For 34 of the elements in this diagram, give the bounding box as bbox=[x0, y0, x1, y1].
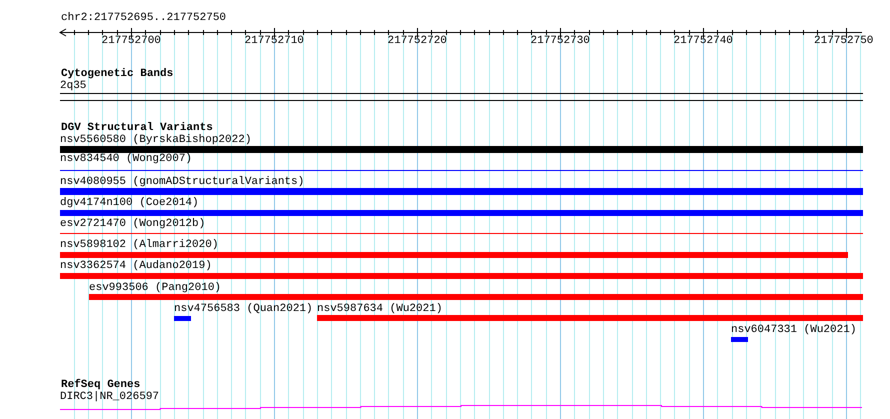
tick-label: 217752710 bbox=[244, 35, 304, 47]
feature-label: DIRC3|NR_026597 bbox=[60, 391, 160, 403]
gene-feature bbox=[60, 391, 863, 410]
feature-label: nsv3362574 (Audano2019) bbox=[60, 260, 212, 272]
feature-label: dgv4174n100 (Coe2014) bbox=[60, 197, 199, 209]
variant-feature bbox=[60, 134, 863, 153]
feature-label: nsv4080955 (gnomADStructuralVariants) bbox=[60, 176, 304, 188]
feature-label: esv993506 (Pang2010) bbox=[89, 282, 222, 294]
variant-feature bbox=[60, 153, 863, 171]
track-title: RefSeq Genes bbox=[61, 379, 140, 391]
feature-label: nsv4756583 (Quan2021) bbox=[174, 303, 313, 315]
feature-label: nsv6047331 (Wu2021) bbox=[731, 324, 856, 336]
tick-label: 217752740 bbox=[674, 35, 733, 47]
feature-label: 2q35 bbox=[60, 80, 86, 92]
tick-label: 217752750 bbox=[814, 35, 874, 47]
variant-feature bbox=[60, 197, 863, 216]
tick-label: 217752720 bbox=[388, 35, 447, 47]
tick-label: 217752700 bbox=[102, 35, 161, 47]
feature-label: nsv5560580 (ByrskaBishop2022) bbox=[60, 134, 252, 146]
variant-feature bbox=[60, 218, 863, 234]
variant-feature bbox=[317, 303, 863, 321]
feature-label: nsv834540 (Wong2007) bbox=[60, 153, 192, 165]
variant-feature bbox=[60, 176, 863, 195]
feature-label: esv2721470 (Wong2012b) bbox=[60, 218, 206, 230]
track-title: DGV Structural Variants bbox=[61, 122, 213, 134]
track-title: Cytogenetic Bands bbox=[61, 68, 174, 80]
cytoband-feature bbox=[60, 80, 863, 101]
variant-feature bbox=[60, 239, 848, 258]
feature-label: nsv5898102 (Almarri2020) bbox=[60, 239, 218, 251]
feature-label: nsv5987634 (Wu2021) bbox=[317, 303, 442, 315]
variant-feature bbox=[60, 260, 863, 279]
variant-feature bbox=[89, 282, 863, 300]
tick-label: 217752730 bbox=[530, 35, 590, 47]
ruler-range: chr2:217752695..217752750 bbox=[61, 12, 226, 24]
